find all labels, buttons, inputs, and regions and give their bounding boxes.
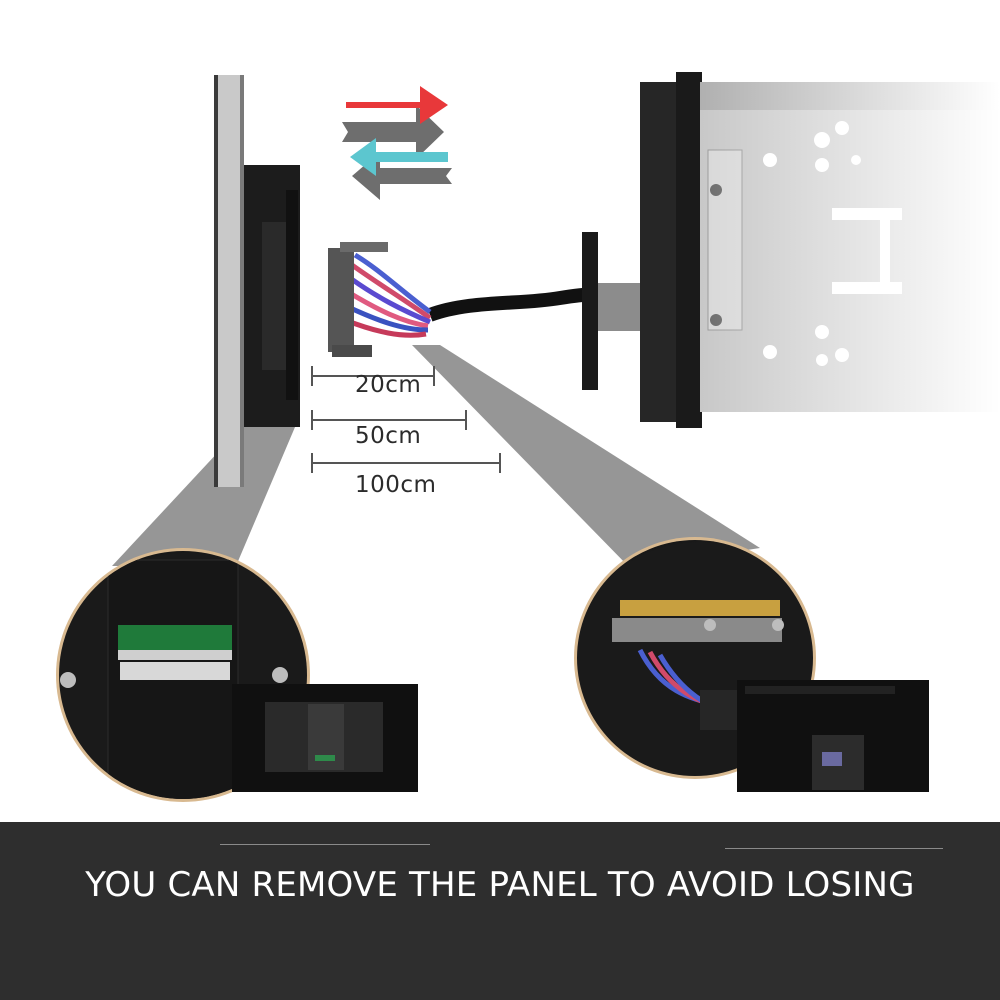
caption-divider-right [725,848,943,849]
length-rulers [311,366,501,473]
swap-arrows-icon [342,86,452,200]
panel-rear-view [232,684,418,792]
caption-divider-left [220,844,430,845]
ruler-label-50cm: 50cm [355,423,422,449]
head-unit-chassis [582,72,1000,428]
caption-text: YOU CAN REMOVE THE PANEL TO AVOID LOSING [85,865,915,905]
connector-plug [328,248,354,352]
ruler-label-100cm: 100cm [355,472,437,498]
ribbon-cable [328,242,619,357]
zoom-beam-left [112,420,298,566]
head-unit-front-view [737,680,929,792]
zoom-panel-connector [56,548,310,802]
detachable-panel [214,75,300,487]
ruler-label-20cm: 20cm [355,372,422,398]
zoom-beam-right [412,345,760,568]
caption-band: YOU CAN REMOVE THE PANEL TO AVOID LOSING [0,822,1000,1000]
